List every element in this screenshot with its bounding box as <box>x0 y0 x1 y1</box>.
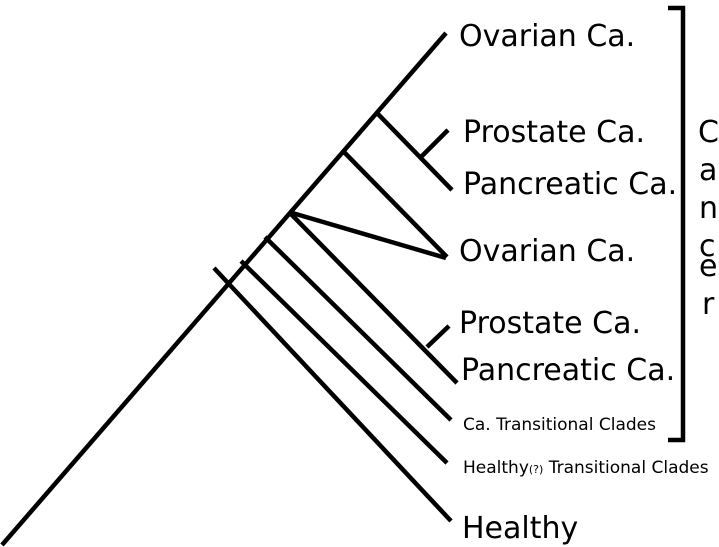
branch-ovarian-2-top <box>341 149 449 259</box>
cancer-group-label: C a n c e r <box>698 115 719 322</box>
leaf-label-ovarian-2: Ovarian Ca. <box>459 234 635 269</box>
leaf-label-ovarian-1: Ovarian Ca. <box>459 19 635 54</box>
leaf-label-pancreatic-1: Pancreatic Ca. <box>463 167 677 202</box>
branch-clade-1 <box>375 111 454 192</box>
cancer-group-bracket <box>668 5 686 443</box>
branch-prostate-1 <box>419 128 450 159</box>
leaf-label-healthy-transitional: Healthy(?) Transitional Clades <box>463 458 709 478</box>
branch-healthy <box>212 266 453 523</box>
cancer-letter-2: a <box>699 153 717 188</box>
cancer-letter-4: c <box>699 229 716 264</box>
cancer-letter-1: C <box>698 115 719 150</box>
branch-clade-2 <box>287 210 459 385</box>
trunk-branch <box>0 31 448 547</box>
leaf-label-prostate-2: Prostate Ca. <box>459 306 641 341</box>
branch-ovarian-2 <box>288 209 447 261</box>
leaf-label-ca-transitional: Ca. Transitional Clades <box>463 415 656 435</box>
cancer-letter-5: e <box>699 249 717 284</box>
branch-healthy-transitional <box>239 259 449 465</box>
leaf-label-healthy-transitional-rest: Transitional Clades <box>543 458 708 478</box>
branch-prostate-2 <box>425 324 451 349</box>
leaf-label-pancreatic-2: Pancreatic Ca. <box>461 353 675 388</box>
leaf-label-healthy-transitional-mark: (?) <box>529 463 543 476</box>
cancer-letter-3: n <box>699 191 718 226</box>
leaf-label-healthy-transitional-main: Healthy <box>463 458 529 478</box>
cancer-letter-6: r <box>702 287 715 322</box>
leaf-label-healthy: Healthy <box>462 511 578 546</box>
branch-ca-transitional <box>263 235 453 422</box>
leaf-label-prostate-1: Prostate Ca. <box>463 115 645 150</box>
